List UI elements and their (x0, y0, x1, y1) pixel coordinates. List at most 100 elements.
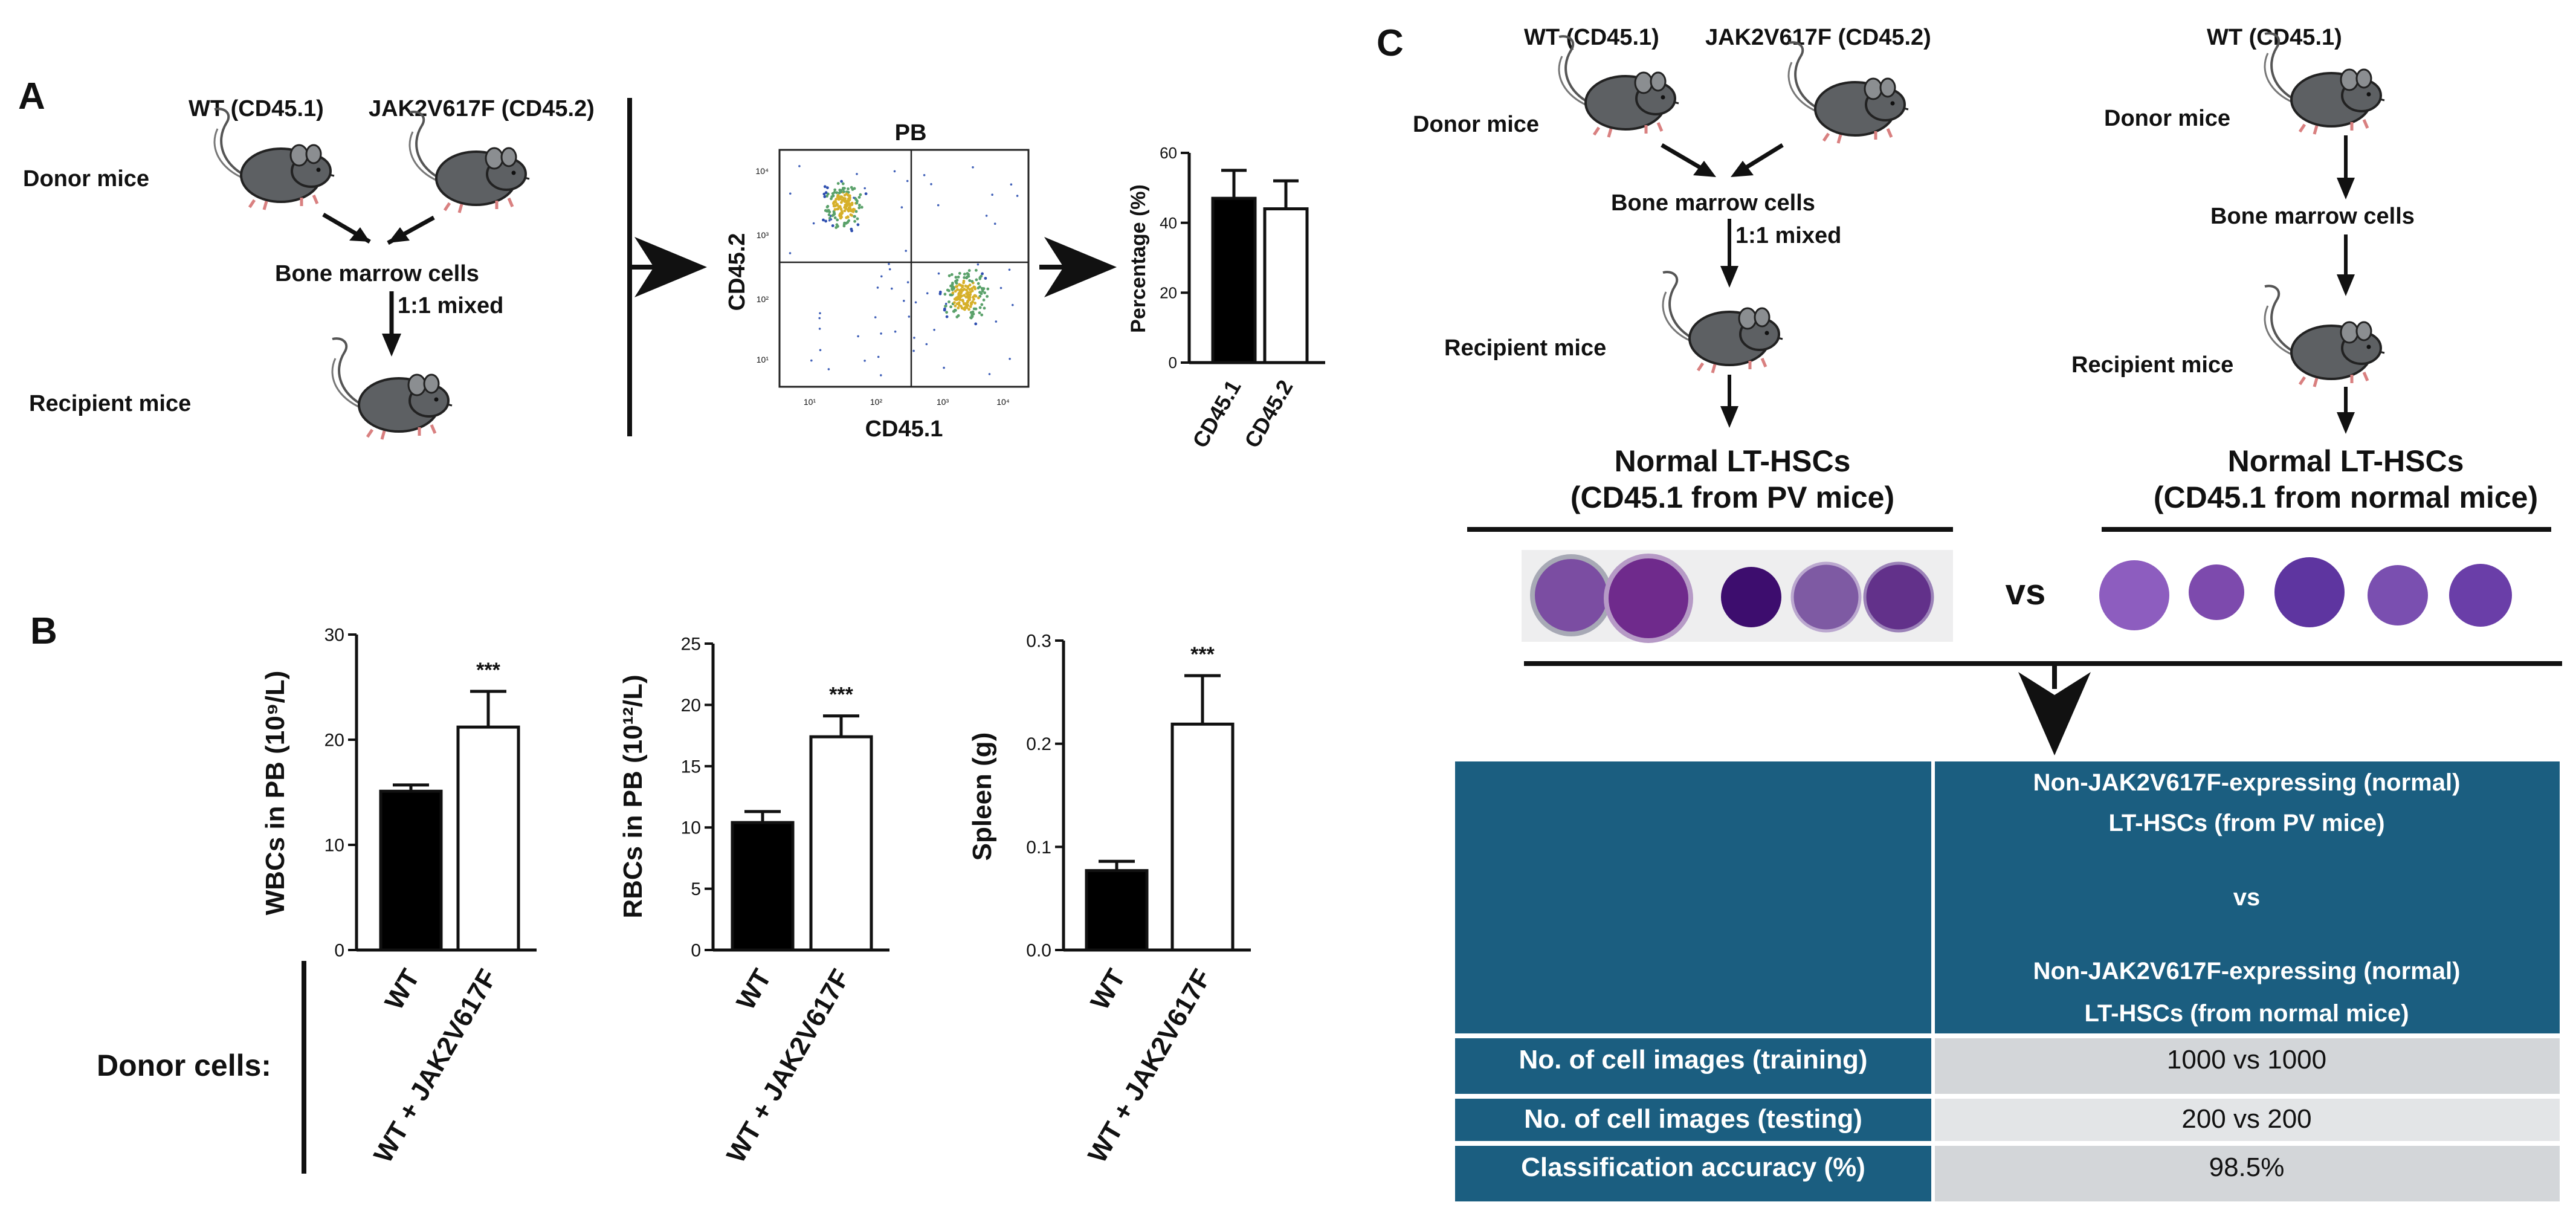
cell-image (1721, 567, 1781, 627)
flow-event (857, 196, 861, 199)
flow-event (906, 281, 909, 283)
mouse-icon (1789, 42, 1908, 143)
flow-event (957, 306, 960, 309)
flow-event (976, 286, 980, 289)
flow-event (957, 314, 960, 317)
y-tick-label: 30 (324, 625, 344, 645)
panel-c-letter: C (1377, 22, 1404, 64)
cell-images-vs: vs (2006, 572, 2046, 612)
flow-event (864, 192, 868, 195)
flow-event (963, 294, 966, 297)
y-tick-label: 0.1 (1026, 838, 1051, 858)
flow-event (833, 208, 837, 211)
flow-event (963, 276, 966, 279)
flow-event (839, 196, 842, 200)
flow-event (954, 276, 958, 279)
flow-event (822, 218, 825, 222)
flow-event (830, 218, 833, 221)
flow-event (828, 219, 831, 222)
panel-c-left-hsc-sub: (CD45.1 from PV mice) (1570, 480, 1894, 514)
flow-event (983, 291, 986, 294)
flow-event (827, 368, 830, 370)
flow-event (945, 311, 948, 314)
flow-event (857, 206, 861, 210)
flow-event (982, 287, 986, 290)
arrowhead-icon (1693, 161, 1716, 177)
flow-event (961, 299, 964, 302)
flow-event (953, 301, 956, 304)
x-tick-label: WT (379, 964, 425, 1015)
flow-ytick: 10² (757, 294, 769, 304)
flow-title: PB (895, 120, 927, 146)
flow-event (818, 328, 821, 330)
flow-event (838, 191, 841, 195)
flow-event (839, 212, 842, 215)
x-tick-label: CD45.1 (1187, 376, 1246, 452)
flow-ylabel: CD45.2 (725, 233, 750, 311)
cell-image (1530, 554, 1612, 636)
flow-event (951, 285, 954, 288)
flow-event (850, 227, 853, 231)
flow-event (930, 183, 932, 186)
flow-event (844, 207, 848, 210)
panel-a-donor-jak: JAK2V617F (CD45.2) (369, 96, 595, 121)
table-header-line: Non-JAK2V617F-expressing (normal) (2033, 769, 2461, 796)
flow-event (853, 196, 855, 199)
flow-event (876, 286, 879, 289)
flow-event (877, 355, 880, 358)
table-row-value: 98.5% (2209, 1152, 2285, 1182)
y-tick-label: 10 (324, 836, 344, 856)
table-row-value-cell (1935, 1146, 2560, 1201)
bar (1211, 196, 1257, 364)
flow-event (926, 292, 929, 295)
bar (731, 821, 795, 952)
flow-event (880, 275, 883, 278)
flow-event (812, 222, 815, 225)
flow-event (836, 218, 839, 222)
flow-event (905, 250, 907, 252)
panel-c-right-hsc-sub: (CD45.1 from normal mice) (2154, 480, 2538, 514)
flow-event (832, 204, 836, 208)
flow-event (833, 190, 836, 194)
panel-c-left-donor-label: Donor mice (1413, 112, 1539, 137)
flow-event (949, 305, 952, 309)
flow-event (962, 281, 965, 285)
flow-scatter-points (789, 165, 1019, 377)
flow-event (845, 221, 848, 225)
flow-event (955, 285, 958, 288)
flow-event (980, 274, 983, 278)
flow-event (838, 205, 842, 208)
flow-event (894, 330, 897, 333)
panel-a-donor-label: Donor mice (23, 166, 149, 192)
y-tick-label: 40 (1160, 214, 1177, 232)
flow-ytick: 10¹ (757, 355, 769, 364)
flow-event (968, 279, 971, 282)
flow-event (826, 186, 829, 190)
flow-event (978, 311, 981, 314)
flow-event (944, 305, 947, 308)
table-row-label: No. of cell images (testing) (1524, 1104, 1862, 1134)
bar (1170, 722, 1235, 952)
flow-event (977, 296, 980, 300)
flow-event (970, 289, 974, 293)
flow-event (943, 308, 946, 312)
flow-event (893, 170, 896, 173)
flow-event (947, 274, 951, 277)
table-row-label-cell (1455, 1146, 1931, 1201)
panel-b-letter: B (30, 610, 57, 652)
flow-event (956, 288, 959, 291)
flow-event (923, 174, 926, 176)
flow-event (855, 201, 859, 205)
flow-event (957, 293, 961, 296)
flow-event (964, 296, 968, 299)
panel-c-right-donor-wt: WT (CD45.1) (2207, 25, 2342, 50)
flow-event (830, 195, 834, 198)
panel-c-left-donor-jak: JAK2V617F (CD45.2) (1705, 25, 1931, 50)
flow-event (969, 316, 972, 319)
arrowhead-icon (634, 237, 707, 297)
flow-event (966, 303, 970, 307)
flow-event (966, 299, 970, 303)
arrowhead-icon (2018, 672, 2091, 755)
panel-c-left-donor-wt: WT (CD45.1) (1524, 25, 1659, 50)
flow-event (842, 190, 845, 193)
